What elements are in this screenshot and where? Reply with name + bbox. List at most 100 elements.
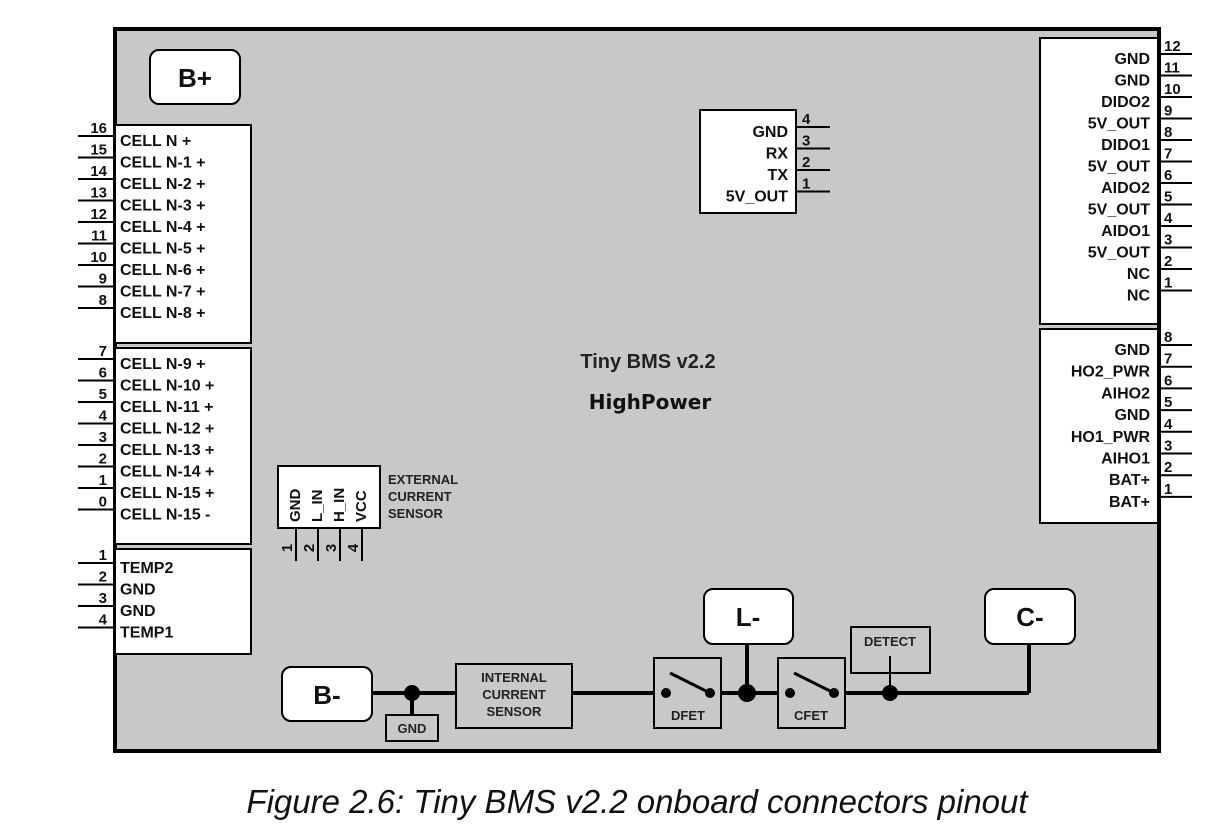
ext-sensor-title-line-1: EXTERNAL xyxy=(388,472,458,487)
cell-connector-a xyxy=(114,124,252,344)
pin-label: BAT+ xyxy=(1109,494,1150,511)
pin-label: VCC xyxy=(353,490,370,522)
pin-number: 3 xyxy=(1164,438,1172,455)
terminal-c-minus-label: C- xyxy=(1016,602,1043,632)
pin-label: 5V_OUT xyxy=(1088,159,1150,176)
pin-label: TEMP2 xyxy=(120,560,173,577)
io-connector xyxy=(1039,37,1159,325)
pin-number: 1 xyxy=(279,544,296,552)
pin-label: GND xyxy=(1114,342,1150,359)
gnd-label: GND xyxy=(398,721,427,736)
cfet-switch: CFET xyxy=(777,657,846,729)
pin-number: 2 xyxy=(99,451,107,468)
pin-number: 10 xyxy=(90,249,107,266)
terminal-b-plus-label: B+ xyxy=(178,63,212,93)
pin-label: HO1_PWR xyxy=(1071,429,1151,446)
pin-number: 1 xyxy=(802,176,810,193)
gnd-box: GND xyxy=(385,714,439,742)
pin-number: 1 xyxy=(99,547,107,564)
board-title: Tiny BMS v2.2 xyxy=(580,351,715,373)
cell-connector-b xyxy=(114,347,252,545)
pin-label: CELL N-4 + xyxy=(120,219,206,236)
pin: 1 5V_OUT xyxy=(726,176,830,206)
pin-label: CELL N-1 + xyxy=(120,155,206,172)
pin-label: CELL N-15 + xyxy=(120,485,214,502)
pin-label: DIDO2 xyxy=(1101,94,1150,111)
pin-number: 4 xyxy=(802,111,811,128)
pin-number: 1 xyxy=(1164,275,1172,292)
pin-label: 5V_OUT xyxy=(726,189,788,206)
pin-number: 13 xyxy=(90,185,107,202)
pin-label: CELL N-2 + xyxy=(120,176,206,193)
pin-label: AIHO1 xyxy=(1101,451,1150,468)
pin-label: NC xyxy=(1127,266,1151,283)
pin-number: 7 xyxy=(1164,351,1172,368)
temp-connector xyxy=(114,548,252,655)
pin-number: 2 xyxy=(99,569,107,586)
pin-number: 5 xyxy=(1164,189,1172,206)
pin-number: 1 xyxy=(1164,481,1172,498)
pin-label: CELL N-15 - xyxy=(120,507,210,524)
terminal-l-minus: L- xyxy=(703,588,794,645)
pin-number: 16 xyxy=(90,120,107,137)
pin-number: 11 xyxy=(91,228,107,245)
pin-number: 2 xyxy=(1164,253,1172,270)
pin-label: GND xyxy=(120,603,156,620)
pin: 1NC xyxy=(1127,275,1192,305)
pin-label: CELL N-10 + xyxy=(120,378,214,395)
pin-label: GND xyxy=(752,124,788,141)
junction-node xyxy=(738,684,756,702)
terminal-b-plus: B+ xyxy=(149,49,241,105)
pin: 3RX xyxy=(766,133,830,163)
pin: 95V_OUT xyxy=(1088,103,1192,133)
pin-number: 5 xyxy=(1164,394,1172,411)
pin-label: CELL N-13 + xyxy=(120,442,214,459)
terminal-b-minus-label: B- xyxy=(313,680,340,710)
terminal-b-minus: B- xyxy=(281,666,373,722)
junction-node xyxy=(404,685,420,701)
cfet-label: CFET xyxy=(794,708,828,723)
internal-sensor-line-2: CURRENT xyxy=(482,687,546,702)
pin-label: RX xyxy=(766,146,789,163)
pin: 2TX xyxy=(768,154,830,184)
pin-number: 4 xyxy=(99,408,108,425)
internal-sensor-line-3: SENSOR xyxy=(487,704,543,719)
pin-label: L_IN xyxy=(309,489,326,522)
pin: 5 5V_OUT xyxy=(1088,189,1192,219)
pin-label: 5V_OUT xyxy=(1088,245,1150,262)
pin-label: 5V_OUT xyxy=(1088,202,1150,219)
pin-label: BAT+ xyxy=(1109,472,1150,489)
pin-number: 3 xyxy=(99,590,107,607)
switch-blade-icon xyxy=(669,671,711,695)
pin-number: 6 xyxy=(99,365,107,382)
pin-number: 7 xyxy=(1164,146,1172,163)
pin-number: 2 xyxy=(802,154,810,171)
pin-number: 11 xyxy=(1164,60,1180,77)
pin-label: CELL N-6 + xyxy=(120,262,206,279)
pin-label: HO2_PWR xyxy=(1071,364,1151,381)
pin-label: H_IN xyxy=(331,488,348,522)
pin-label: CELL N-11 + xyxy=(120,399,214,416)
